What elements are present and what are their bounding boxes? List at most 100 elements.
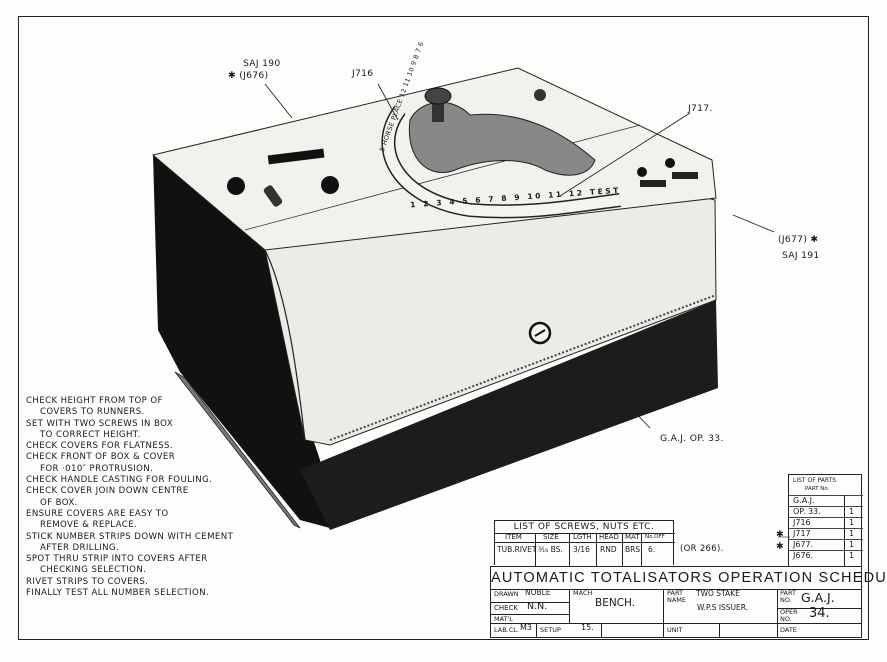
handle-casting	[408, 101, 596, 176]
part-qty: 1	[849, 529, 855, 538]
oper-no-label: OPER NO.	[780, 608, 798, 623]
callout-saj191: SAJ 191	[782, 250, 820, 261]
parts-caption: LIST OF PARTS	[793, 477, 837, 484]
screws-cell: ³⁄₁₆ BS.	[538, 545, 563, 554]
screws-header: SIZE	[543, 533, 559, 541]
part-name-value: TWO STAKE	[696, 589, 740, 598]
note-line: CHECK COVER JOIN DOWN CENTRE	[26, 486, 189, 497]
note-line: COVERS TO RUNNERS.	[40, 407, 145, 418]
note-line: AFTER DRILLING.	[40, 542, 120, 553]
note-line: STICK NUMBER STRIPS DOWN WITH CEMENT	[26, 531, 234, 542]
note-line: CHECK FRONT OF BOX & COVER	[26, 452, 176, 463]
operation-notes: CHECK HEIGHT FROM TOP OF COVERS TO RUNNE…	[26, 396, 296, 599]
screws-note: (OR 266).	[680, 544, 724, 554]
part-name-value-2: W.P.S ISSUER.	[697, 603, 749, 612]
dial-number: 9	[514, 192, 523, 203]
part-star: ✱	[776, 529, 784, 540]
right-label-1	[640, 180, 666, 187]
right-hole-2	[665, 158, 675, 168]
part-star: ✱	[776, 541, 784, 552]
mach-value: BENCH.	[595, 597, 636, 609]
screws-header: MAT	[625, 533, 640, 541]
leader-j717	[559, 112, 691, 197]
box-left-side	[153, 155, 330, 528]
date-label: DATE	[780, 626, 797, 634]
part-item: J676.	[793, 551, 814, 560]
screws-header: LGTH	[573, 533, 592, 541]
note-line: CHECKING SELECTION.	[40, 565, 147, 576]
mach-label: MACH	[573, 589, 593, 597]
screws-header: HEAD	[599, 533, 619, 541]
schedule-title: AUTOMATIC TOTALISATORS OPERATION SCHEDUL…	[491, 567, 887, 590]
note-line: FOR ·010″ PROTRUSION.	[40, 463, 154, 474]
drawn-value: NOBLE	[525, 588, 551, 597]
screws-cell: 3/16	[573, 545, 590, 554]
callout-saj190: SAJ 190	[243, 58, 281, 69]
note-line: TO CORRECT HEIGHT.	[40, 429, 141, 440]
right-label-2	[672, 172, 698, 179]
leader-j716	[377, 83, 399, 121]
part-no-label: PART NO.	[780, 589, 796, 604]
parts-table: LIST OF PARTS PART No. G.A.J. OP. 33. 1 J…	[788, 474, 863, 567]
dial-number: 7	[488, 194, 497, 204]
note-line: REMOVE & REPLACE.	[40, 520, 138, 531]
parts-subcaption: PART No.	[805, 486, 830, 492]
note-line: RIVET STRIPS TO COVERS.	[26, 576, 149, 587]
dial-number: 4	[448, 197, 458, 207]
matl-label: MAT'L	[494, 615, 513, 623]
operation-schedule-block: AUTOMATIC TOTALISATORS OPERATION SCHEDUL…	[490, 566, 887, 638]
lab-label: LAB.CL.	[494, 626, 519, 634]
cover-join-line	[244, 124, 641, 231]
top-slot	[267, 148, 325, 165]
runner-strip	[174, 371, 301, 529]
lab-value: M3	[520, 623, 532, 632]
dial-number: 8	[501, 193, 510, 203]
drawn-label: DRAWN	[494, 590, 519, 598]
dial-number: 5	[462, 196, 471, 206]
screws-cell: 6.	[648, 545, 656, 554]
oper-no-value: 34.	[809, 606, 830, 621]
note-line: CHECK COVERS FOR FLATNESS.	[26, 441, 174, 452]
dial-number: 10	[527, 191, 544, 202]
part-item: J677.	[793, 540, 814, 549]
callout-j676-top: ✱ (J676)	[228, 70, 269, 81]
right-hole-1	[637, 167, 647, 177]
part-qty: 1	[849, 551, 855, 560]
top-hole-right	[321, 176, 339, 194]
part-qty: 1	[849, 518, 855, 527]
part-item: G.A.J.	[793, 496, 815, 505]
check-value: N.N.	[527, 601, 548, 612]
small-knob	[534, 89, 546, 101]
note-line: SPOT THRU STRIP INTO COVERS AFTER	[26, 554, 208, 565]
box-front-base	[300, 300, 718, 530]
part-item: J717	[793, 529, 811, 538]
note-line: CHECK HANDLE CASTING FOR FOULING.	[26, 475, 213, 486]
dial-number: 1	[409, 199, 419, 210]
top-hole-left	[227, 177, 245, 195]
part-no-value: G.A.J.	[801, 590, 835, 605]
part-qty: 1	[849, 507, 855, 516]
callout-j716: J716	[352, 68, 374, 79]
screws-cell: TUB.RIVET	[497, 545, 537, 554]
dial-number: 6	[475, 195, 484, 205]
dial-number: 12	[568, 188, 585, 199]
dial-number: 11	[547, 189, 565, 200]
check-label: CHECK	[494, 604, 519, 612]
note-line: SET WITH TWO SCREWS IN BOX	[26, 418, 174, 429]
note-line: FINALLY TEST ALL NUMBER SELECTION.	[26, 588, 210, 599]
sheet-border	[18, 16, 869, 640]
unit-label: UNIT	[667, 626, 683, 634]
part-item: OP. 33.	[793, 507, 821, 516]
leader-gaj	[624, 401, 651, 429]
screws-header: ITEM	[505, 533, 522, 541]
screws-header: No.OFF	[645, 534, 665, 540]
note-line: ENSURE COVERS ARE EASY TO	[26, 508, 169, 519]
number-strip	[329, 294, 717, 441]
callout-gaj-op33: G.A.J. OP. 33.	[660, 433, 724, 444]
screws-cell: BRS.	[625, 545, 643, 554]
part-item: J716	[793, 518, 811, 527]
handle-knob	[424, 87, 452, 105]
dial-number: 3	[435, 198, 445, 208]
